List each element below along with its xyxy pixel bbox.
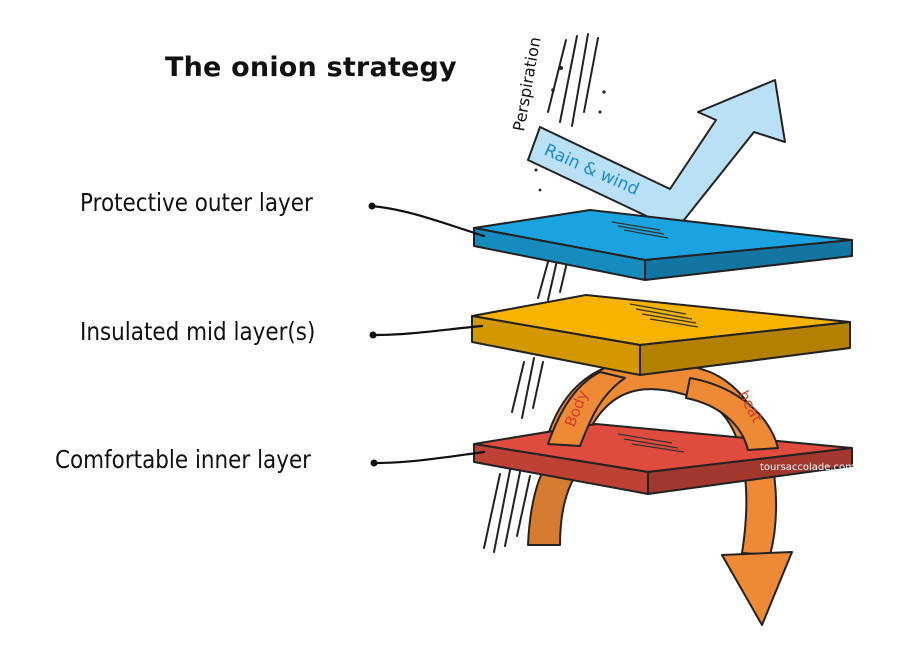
perspiration-label: Perspiration (509, 35, 544, 132)
outer-layer-slab (473, 209, 853, 281)
credit-watermark: toursaccolade.com (760, 462, 855, 473)
inner-layer-slab (473, 423, 853, 495)
inner-layer-label: Comfortable inner layer (55, 445, 312, 474)
outer-layer-label: Protective outer layer (80, 188, 313, 217)
diagram-title: The onion strategy (165, 52, 457, 83)
heat-band-front (547, 371, 779, 451)
leader-dots (368, 202, 378, 467)
rain-wind-arrow (527, 79, 786, 231)
perspiration-dots (534, 66, 606, 192)
mid-layer-slab (471, 294, 851, 376)
leader-lines (370, 204, 486, 465)
mid-layer-label: Insulated mid layer(s) (80, 317, 316, 346)
